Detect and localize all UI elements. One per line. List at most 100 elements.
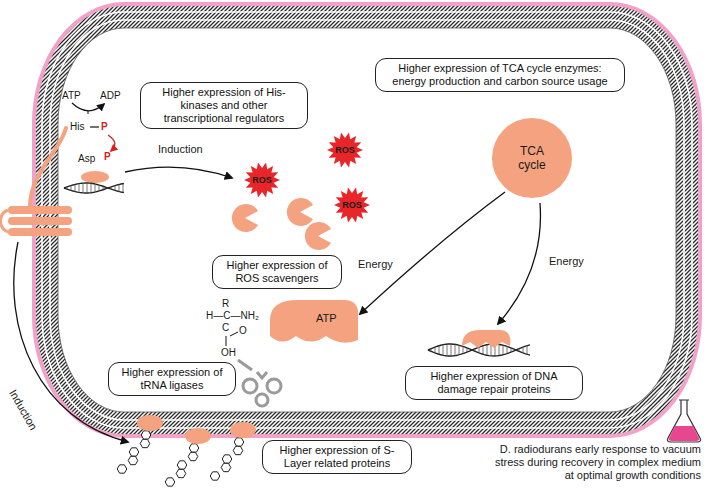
dna-repair: [467, 348, 468, 352]
illustration-label: ROS: [342, 200, 362, 211]
dna-helix: [64, 183, 124, 193]
dna-repair: [527, 346, 528, 355]
illustration-label: His: [70, 121, 84, 133]
trna-ligase: [230, 332, 238, 336]
process-box: Higher expression of ROS scavengers: [212, 255, 342, 289]
cell-envelope: [42, 12, 692, 428]
flask-icon: [667, 400, 700, 442]
illustration-label: ADP: [100, 90, 121, 102]
process-box: Higher expression of DNA damage repair p…: [405, 366, 583, 400]
illustration-label: Induction: [158, 143, 203, 156]
cell-envelope: [50, 20, 684, 420]
phosphorelay: [88, 111, 89, 114]
ros-stars: [244, 132, 370, 222]
dna-repair: [428, 330, 530, 356]
dna-repair: [471, 349, 472, 351]
illustration-label: Asp: [78, 153, 95, 165]
trna-ligase: [238, 360, 252, 370]
illustration-label: Energy: [358, 258, 393, 271]
dna-repair: [451, 344, 452, 356]
dna-repair: [443, 345, 444, 356]
s-layer: [117, 465, 127, 473]
s-layer: [189, 444, 199, 452]
illustration-label: OH: [221, 347, 236, 359]
dna-repair: [431, 349, 432, 352]
s-layer: [165, 478, 175, 486]
dna-helix: [83, 183, 84, 193]
energy-arrows: [360, 192, 505, 314]
dna-repair: [483, 346, 484, 354]
flask-icon: [669, 426, 699, 441]
induction-arrows: [14, 167, 232, 442]
s-layer: [185, 428, 211, 444]
phosphorelay: [108, 135, 115, 151]
dna-helix: [119, 184, 120, 191]
trna-ligase: [267, 379, 281, 393]
process-box: Higher expression of S-Layer related pro…: [262, 440, 412, 474]
s-layer: [140, 439, 150, 447]
dna-repair: [511, 348, 512, 352]
s-layer: [222, 455, 232, 463]
s-layer: [137, 415, 163, 431]
dna-helix: [103, 186, 104, 189]
process-box: Higher expression of tRNA ligases: [108, 362, 236, 396]
dna-repair: [487, 345, 488, 356]
membrane-sensor: [1, 210, 9, 232]
dna-helix: [115, 186, 116, 191]
dna-helix: [71, 186, 72, 191]
cell-envelope: [34, 4, 700, 436]
dna-repair: [463, 346, 464, 353]
dna-repair: [523, 347, 524, 353]
s-layer: [210, 472, 220, 480]
membrane-sensor: [1, 128, 73, 236]
s-layer: [176, 469, 186, 477]
caption-note: D. radiodurans early response to vacuum …: [488, 443, 701, 482]
illustration-label: C: [222, 322, 229, 334]
ros-stars: [244, 162, 280, 197]
ros-scavengers: [305, 222, 331, 250]
node-text: Higher expression of S-Layer related pro…: [271, 444, 403, 470]
dna-helix: [107, 187, 108, 189]
node-text: Higher expression of DNA damage repair p…: [414, 370, 574, 396]
node-text: Higher expression of ROS scavengers: [221, 259, 333, 285]
cell-envelope: [34, 4, 700, 436]
s-layer: [129, 448, 139, 456]
dna-helix: [64, 183, 124, 193]
trna-ligase: [257, 372, 267, 378]
dna-repair: [475, 349, 476, 352]
dna-repair: [439, 346, 440, 354]
phosphorelay: [72, 103, 104, 111]
s-layer: [141, 431, 151, 439]
s-layer: [234, 438, 244, 446]
node-text: Higher expression of His-kinases and oth…: [149, 86, 299, 125]
phosphorelay: [90, 126, 99, 127]
illustration-label: Energy: [549, 255, 584, 268]
membrane-sensor: [30, 128, 66, 207]
dna-repair: [455, 344, 456, 355]
illustration-label: ROS: [252, 175, 272, 186]
membrane-sensor: [8, 206, 72, 214]
phosphorelay: [81, 171, 109, 183]
dna-helix: [79, 184, 80, 193]
s-layer: [233, 446, 243, 454]
dna-helix: [64, 183, 124, 193]
trna-ligase: [243, 379, 257, 393]
illustration-label: H—C—NH₂: [206, 310, 259, 322]
cycle-circle: TCA cycle: [492, 118, 572, 198]
dna-repair: [435, 347, 436, 353]
flask-icon: [667, 400, 700, 442]
dna-helix: [123, 184, 124, 193]
dna-repair: [459, 345, 460, 355]
illustration-label: Induction: [6, 387, 40, 432]
dna-repair: [519, 349, 520, 352]
dna-helix: [87, 183, 88, 193]
dna-repair: [507, 346, 508, 353]
trna-ligase: [256, 394, 268, 406]
induction-arrows: [125, 167, 232, 178]
membrane-sensor: [8, 228, 72, 236]
s-layer: [188, 452, 198, 460]
dna-helix: [111, 187, 112, 189]
trna-ligase: [270, 300, 358, 343]
dna-repair: [499, 344, 500, 355]
illustration-label: ATP: [316, 312, 337, 325]
